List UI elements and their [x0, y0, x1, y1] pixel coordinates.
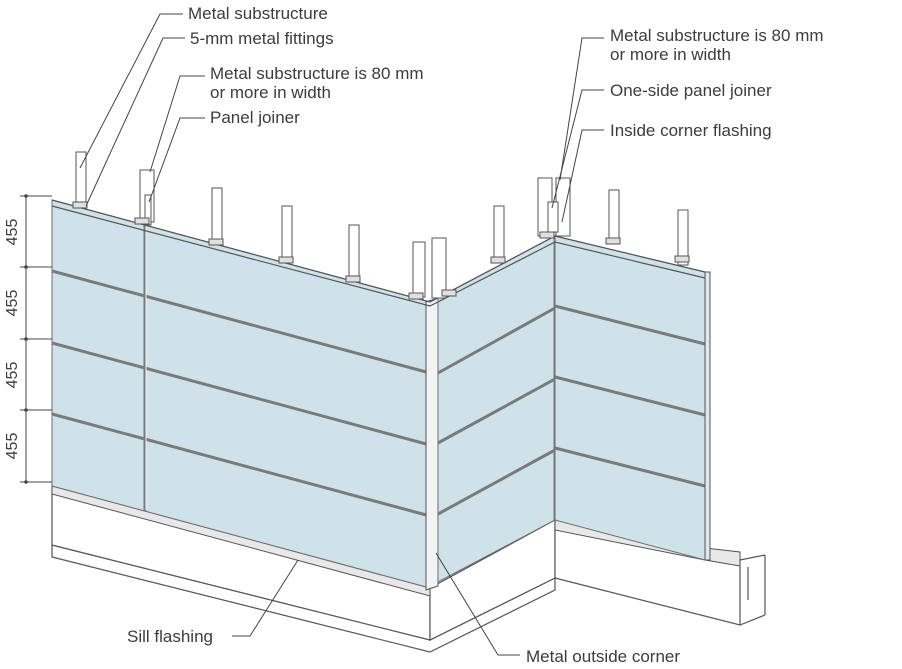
label-metal-outside-corner: Metal outside corner: [526, 647, 680, 666]
dimension-label-3: 455: [4, 362, 21, 389]
metal-fittings: [72, 201, 690, 300]
dimension-label-2: 455: [4, 290, 21, 317]
left-wall: [51, 199, 431, 589]
right-wall: [554, 235, 711, 561]
dimension-label-1: 455: [4, 219, 21, 246]
label-metal-substructure: Metal substructure: [188, 4, 328, 23]
label-substructure-80-left-1: Metal substructure is 80 mm: [210, 64, 424, 83]
labels: Metal substructure 5-mm metal fittings M…: [127, 4, 824, 666]
foundation: [51, 485, 766, 653]
leader-lines: [79, 13, 604, 656]
panel-top-edges: [51, 199, 706, 307]
label-substructure-80-right-1: Metal substructure is 80 mm: [610, 26, 824, 45]
dimension-line: 455 455 455 455: [4, 194, 52, 484]
label-substructure-80-right-2: or more in width: [610, 45, 731, 64]
label-substructure-80-left-2: or more in width: [210, 83, 331, 102]
label-one-side-panel-joiner: One-side panel joiner: [610, 81, 772, 100]
label-sill-flashing: Sill flashing: [127, 627, 213, 646]
metal-outside-corner: [425, 297, 439, 591]
dimension-label-4: 455: [4, 433, 21, 460]
label-metal-fittings: 5-mm metal fittings: [190, 29, 334, 48]
label-panel-joiner: Panel joiner: [210, 108, 300, 127]
label-inside-corner-flashing: Inside corner flashing: [610, 121, 772, 140]
